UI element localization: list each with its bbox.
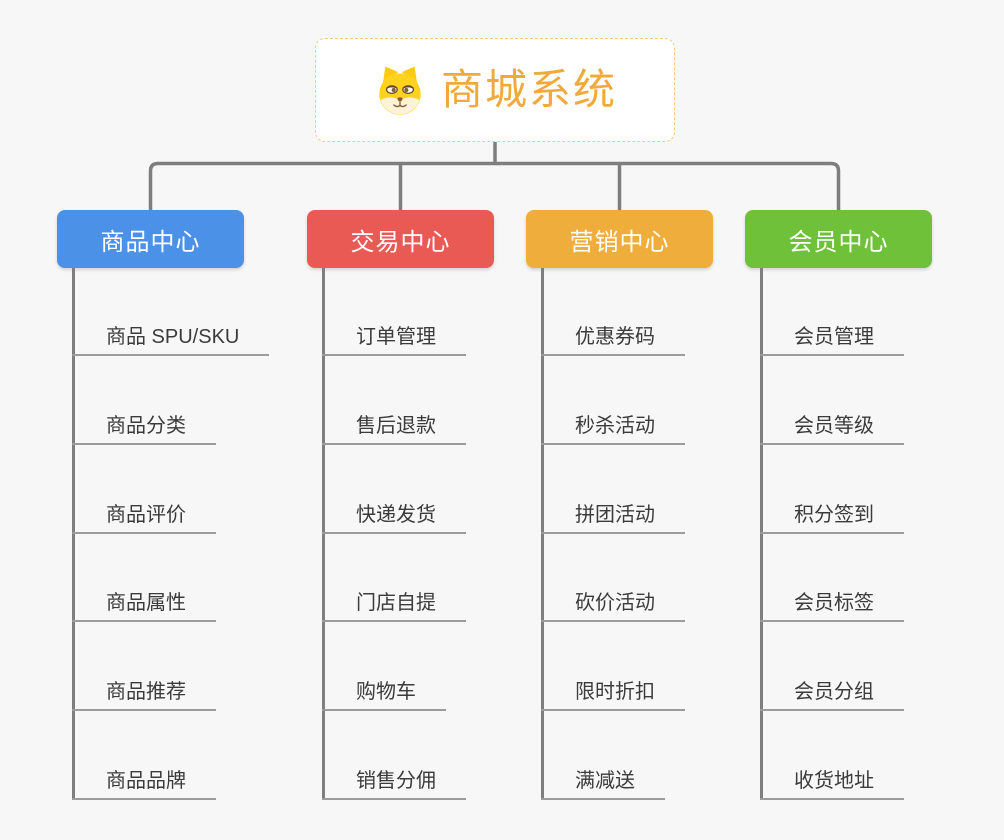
leaf-item[interactable]: 售后退款 <box>322 401 466 445</box>
leaf-item[interactable]: 商品推荐 <box>72 667 216 711</box>
leaf-item[interactable]: 秒杀活动 <box>541 401 685 445</box>
branch-spine-line <box>760 268 763 800</box>
branch-spine-line <box>72 268 75 800</box>
connector-branch-rail <box>148 161 841 212</box>
branch-node[interactable]: 营销中心 <box>526 210 713 268</box>
leaf-item[interactable]: 销售分佣 <box>322 756 466 800</box>
leaf-item[interactable]: 拼团活动 <box>541 490 685 534</box>
branch-spine-line <box>322 268 325 800</box>
branch-node[interactable]: 商品中心 <box>57 210 244 268</box>
leaf-item[interactable]: 快递发货 <box>322 490 466 534</box>
leaf-item[interactable]: 积分签到 <box>760 490 904 534</box>
leaf-item[interactable]: 优惠券码 <box>541 312 685 356</box>
leaf-item[interactable]: 订单管理 <box>322 312 466 356</box>
leaf-item[interactable]: 满减送 <box>541 756 665 800</box>
leaf-item[interactable]: 商品 SPU/SKU <box>72 312 270 356</box>
leaf-item[interactable]: 收货地址 <box>760 756 904 800</box>
leaf-item[interactable]: 门店自提 <box>322 578 466 622</box>
leaf-item[interactable]: 商品分类 <box>72 401 216 445</box>
leaf-item[interactable]: 会员标签 <box>760 578 904 622</box>
leaf-item[interactable]: 会员等级 <box>760 401 904 445</box>
leaf-item[interactable]: 商品评价 <box>72 490 216 534</box>
leaf-item[interactable]: 限时折扣 <box>541 667 685 711</box>
leaf-item[interactable]: 商品品牌 <box>72 756 216 800</box>
leaf-item[interactable]: 购物车 <box>322 667 446 711</box>
leaf-item[interactable]: 商品属性 <box>72 578 216 622</box>
root-title: 商城系统 <box>440 66 617 113</box>
leaf-item[interactable]: 会员分组 <box>760 667 904 711</box>
branch-node[interactable]: 交易中心 <box>307 210 494 268</box>
dog-face-icon <box>373 64 427 116</box>
leaf-item[interactable]: 砍价活动 <box>541 578 685 622</box>
branch-spine-line <box>541 268 544 800</box>
branch-node[interactable]: 会员中心 <box>745 210 932 268</box>
leaf-item[interactable]: 会员管理 <box>760 312 904 356</box>
root-node[interactable]: 商城系统 <box>315 38 675 142</box>
